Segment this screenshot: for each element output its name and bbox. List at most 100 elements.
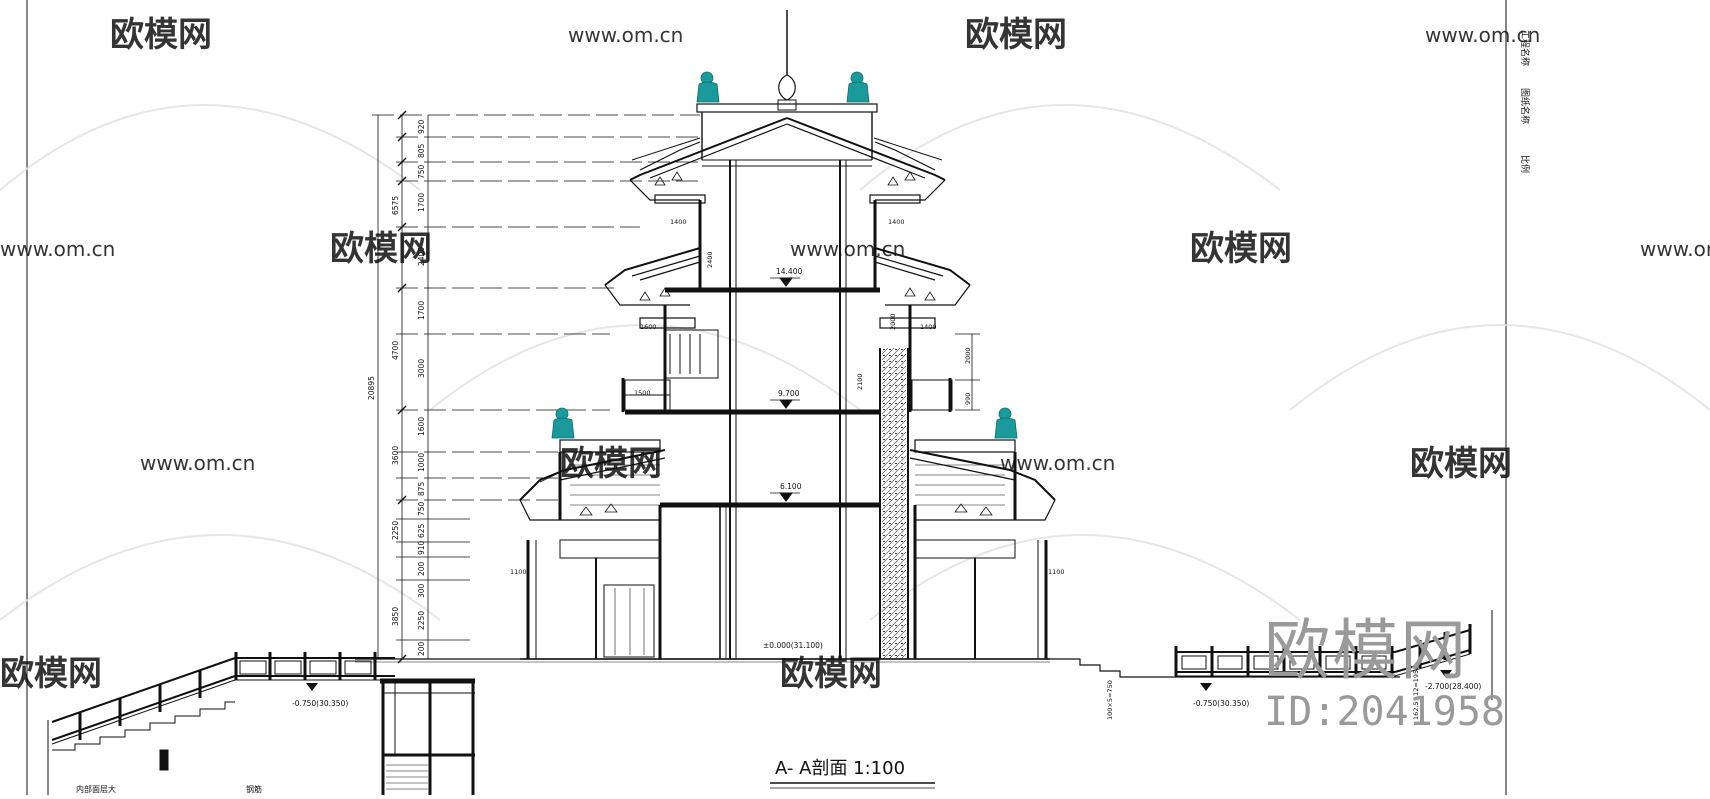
eave-width-label: 1600 bbox=[640, 323, 657, 331]
watermark-site: www.om.cn bbox=[1000, 451, 1115, 475]
dimension-chain-left bbox=[372, 110, 700, 664]
balcony-height-label: 2000 bbox=[964, 347, 972, 364]
stair-shaft bbox=[879, 348, 909, 659]
balcony-dims-right bbox=[955, 333, 980, 411]
brand-name: 欧模网 bbox=[1264, 612, 1469, 689]
floor-slabs bbox=[625, 287, 880, 508]
section-title: A- A剖面 1:100 bbox=[770, 758, 935, 789]
segment-dim-label: 910 bbox=[417, 540, 426, 555]
level-label-second: 6.100 bbox=[780, 482, 802, 491]
brand-id: ID:2041958 bbox=[1264, 689, 1505, 735]
segment-dim-label: 750 bbox=[417, 501, 426, 516]
level-label-plaza-right: -0.750(30.350) bbox=[1193, 699, 1249, 708]
lower-roof-slats bbox=[570, 464, 1005, 506]
stair-height-label: 2100 bbox=[856, 373, 864, 390]
title-block-line2: 图纸名称 bbox=[1519, 88, 1531, 124]
watermark-site: www.om.cn bbox=[1640, 237, 1710, 261]
segment-dim-label: 625 bbox=[417, 523, 426, 538]
roof-finial bbox=[696, 10, 878, 160]
watermark-site: www.om.cn bbox=[568, 23, 683, 47]
underground-structure bbox=[380, 678, 475, 795]
guardian-ornament-icon bbox=[551, 407, 575, 439]
segment-dim-label: 2250 bbox=[417, 611, 426, 630]
level-label-plaza-left: -0.750(30.350) bbox=[292, 699, 348, 708]
segment-dim-label: 300 bbox=[417, 583, 426, 598]
eave-width-label: 1500 bbox=[634, 389, 651, 397]
eave-width-label: 1400 bbox=[920, 323, 937, 331]
group-dim-label: 3600 bbox=[391, 446, 400, 465]
group-dim-label: 2250 bbox=[391, 521, 400, 540]
segment-dim-label: 920 bbox=[417, 119, 426, 134]
plaza-level-markers bbox=[306, 670, 1452, 691]
section-title-text: A- A剖面 1:100 bbox=[775, 758, 905, 779]
level-labels: 14.400 9.700 6.100 ±0.000(31.100) -0.750… bbox=[292, 267, 1481, 708]
level-markers bbox=[770, 277, 800, 502]
level-label-ground: ±0.000(31.100) bbox=[763, 641, 823, 650]
roof-tier-top bbox=[629, 117, 946, 288]
watermark-brand: 欧模网 bbox=[965, 15, 1067, 55]
watermark-site: www.om.cn bbox=[0, 237, 115, 261]
balcony-height-label: 990 bbox=[964, 393, 972, 405]
guardian-ornament-icon bbox=[994, 407, 1018, 439]
eave-width-labels: 1400 1400 1600 1400 1500 1100 1100 2400 … bbox=[510, 218, 1420, 720]
guardian-ornament-icon bbox=[696, 71, 720, 103]
drawing-frame bbox=[26, 0, 1507, 795]
guardian-ornament-icon bbox=[846, 71, 870, 103]
step-note-label: 100×5=750 bbox=[1106, 680, 1114, 720]
bottom-notes: 内部面层大 钢筋 bbox=[76, 784, 262, 794]
segment-dim-label: 1000 bbox=[417, 453, 426, 472]
pagoda-section bbox=[519, 10, 1056, 660]
balcony-middle bbox=[621, 329, 953, 412]
watermark-site: www.om.cn bbox=[1425, 23, 1540, 47]
eave-width-label: 1100 bbox=[510, 568, 527, 576]
group-dim-label: 3850 bbox=[391, 607, 400, 626]
overall-height-label: 20895 bbox=[367, 376, 376, 400]
watermark-layer: 欧模网 欧模网 欧模网 欧模网 欧模网 欧模网 欧模网 欧模网 www.om.c… bbox=[0, 15, 1710, 694]
step-note-label: 162.5×12=1950 bbox=[1412, 666, 1420, 720]
level-label-stair-bottom: -2.700(28.400) bbox=[1425, 682, 1481, 691]
ground-floor bbox=[520, 505, 1050, 660]
group-dim-label: 6575 bbox=[391, 196, 400, 215]
upper-height-label: 2400 bbox=[706, 251, 714, 268]
watermark-brand: 欧模网 bbox=[1190, 229, 1292, 269]
title-block: 工程名称 图纸名称 比例 bbox=[1519, 30, 1531, 173]
stair-height-label: 2000 bbox=[889, 313, 897, 330]
eave-width-label: 1100 bbox=[1048, 568, 1065, 576]
right-balustrade bbox=[1174, 610, 1493, 700]
watermark-brand: 欧模网 bbox=[110, 15, 212, 55]
segment-dim-label: 875 bbox=[417, 481, 426, 496]
dimension-labels-left: 20895 6575 4700 3600 2250 3850 920 805 7… bbox=[367, 119, 426, 656]
left-balustrade bbox=[47, 652, 395, 795]
level-label-roof: 14.400 bbox=[776, 267, 802, 276]
group-dim-label: 4700 bbox=[391, 341, 400, 360]
segment-dim-label: 3000 bbox=[417, 359, 426, 378]
watermark-brand: 欧模网 bbox=[330, 229, 432, 269]
note-bottom-left: 内部面层大 bbox=[76, 784, 116, 794]
segment-dim-label: 1700 bbox=[417, 193, 426, 212]
roof-tier-lower bbox=[519, 439, 1056, 521]
eave-width-label: 1400 bbox=[670, 218, 687, 226]
roof-tier-middle bbox=[604, 247, 971, 412]
watermark-site: www.om.cn bbox=[140, 451, 255, 475]
watermark-site: www.om.cn bbox=[790, 237, 905, 261]
watermark-brand: 欧模网 bbox=[780, 654, 882, 694]
watermark-brand: 欧模网 bbox=[560, 444, 662, 484]
level-label-third: 9.700 bbox=[778, 389, 800, 398]
note-bottom-mid: 钢筋 bbox=[246, 784, 262, 794]
eave-width-label: 1400 bbox=[888, 218, 905, 226]
title-block-line3: 比例 bbox=[1519, 155, 1531, 173]
watermark-brand: 欧模网 bbox=[1410, 444, 1512, 484]
segment-dim-label: 2400 bbox=[417, 247, 426, 266]
segment-dim-label: 750 bbox=[417, 164, 426, 179]
title-block-line1: 工程名称 bbox=[1519, 30, 1531, 66]
watermark-brand: 欧模网 bbox=[0, 654, 102, 694]
segment-dim-label: 805 bbox=[417, 143, 426, 158]
segment-dim-label: 200 bbox=[417, 561, 426, 576]
segment-dim-label: 1700 bbox=[417, 301, 426, 320]
segment-dim-label: 200 bbox=[417, 641, 426, 656]
segment-dim-label: 1600 bbox=[417, 417, 426, 436]
watermark-brand-stamp: 欧模网 ID:2041958 bbox=[1264, 612, 1505, 735]
roof-ornaments bbox=[551, 71, 1018, 439]
